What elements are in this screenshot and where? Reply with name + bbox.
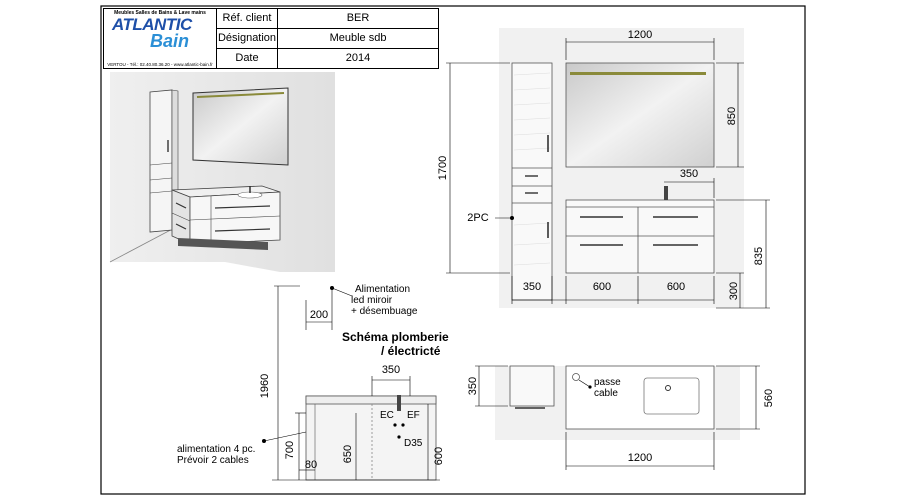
dimension-labels: 1200 850 1700 350 835 300 350 600 600 2P… xyxy=(259,29,775,471)
note-mirror-line3: + désembuage xyxy=(351,306,418,317)
label-designation: Désignation xyxy=(217,29,278,48)
dim-basin-350: 350 xyxy=(382,364,400,376)
title-row-date: Date 2014 xyxy=(217,49,438,68)
value-ref-client: BER xyxy=(346,12,370,24)
notes: Alimentation led miroir + désembuage Sch… xyxy=(177,284,621,466)
dim-offset-80: 80 xyxy=(305,459,317,471)
value-designation: Meuble sdb xyxy=(329,32,387,44)
title-row-client: Réf. client BER xyxy=(217,9,438,29)
sheet-border xyxy=(100,5,806,495)
plumbing-title-line2: / électricté xyxy=(381,344,441,358)
note-mirror-line1: Alimentation xyxy=(355,284,410,295)
dim-floor-gap: 300 xyxy=(728,282,740,300)
note-power-line2: Prévoir 2 cables xyxy=(177,455,249,466)
plumbing-title-line1: Schéma plomberie xyxy=(342,330,449,344)
dim-total-height: 1700 xyxy=(437,156,449,180)
dim-height-600: 600 xyxy=(433,447,445,465)
plumbing-section xyxy=(262,285,440,481)
dim-drawer-right: 600 xyxy=(667,281,685,293)
label-d35: D35 xyxy=(404,438,423,449)
dim-height-700: 700 xyxy=(284,441,296,459)
front-elevation xyxy=(446,28,770,309)
dim-plan-depth-350: 350 xyxy=(467,377,479,395)
label-ref-client: Réf. client xyxy=(217,9,278,28)
value-date: 2014 xyxy=(345,52,371,64)
company-logo: Meubles Salles de Bains & Lave mains ATL… xyxy=(104,9,217,68)
title-block: Meubles Salles de Bains & Lave mains ATL… xyxy=(103,8,439,69)
dim-vanity-height: 835 xyxy=(753,247,765,265)
logo-brand-line2: Bain xyxy=(150,31,190,51)
logo-footer: VERTOU - Tél.: 02.40.80.36.20 - www.atla… xyxy=(107,62,213,67)
dim-basin-offset: 350 xyxy=(680,168,698,180)
dim-front-width: 1200 xyxy=(628,29,652,41)
label-ef: EF xyxy=(407,410,420,421)
logo-tagline: Meubles Salles de Bains & Lave mains xyxy=(114,10,206,16)
dim-height-1960: 1960 xyxy=(259,374,271,398)
dim-height-650: 650 xyxy=(342,445,354,463)
note-cable-line1: passe xyxy=(594,377,621,388)
plan-view xyxy=(475,365,760,470)
dim-mirror-height: 850 xyxy=(726,107,738,125)
dim-offset-200: 200 xyxy=(310,309,328,321)
dim-plan-width-1200: 1200 xyxy=(628,452,652,464)
note-cable-line2: cable xyxy=(594,388,618,399)
label-2pc: 2PC xyxy=(467,212,488,224)
dim-column-width: 350 xyxy=(523,281,541,293)
title-row-designation: Désignation Meuble sdb xyxy=(217,29,438,49)
dim-plan-depth-560: 560 xyxy=(763,389,775,407)
note-mirror-line2: led miroir xyxy=(351,295,393,306)
label-ec: EC xyxy=(380,410,394,421)
label-date: Date xyxy=(217,49,278,68)
perspective-view xyxy=(109,72,335,272)
note-power-line1: alimentation 4 pc. xyxy=(177,444,255,455)
dim-drawer-left: 600 xyxy=(593,281,611,293)
logo-brand-line1: ATLANTIC xyxy=(112,15,192,34)
